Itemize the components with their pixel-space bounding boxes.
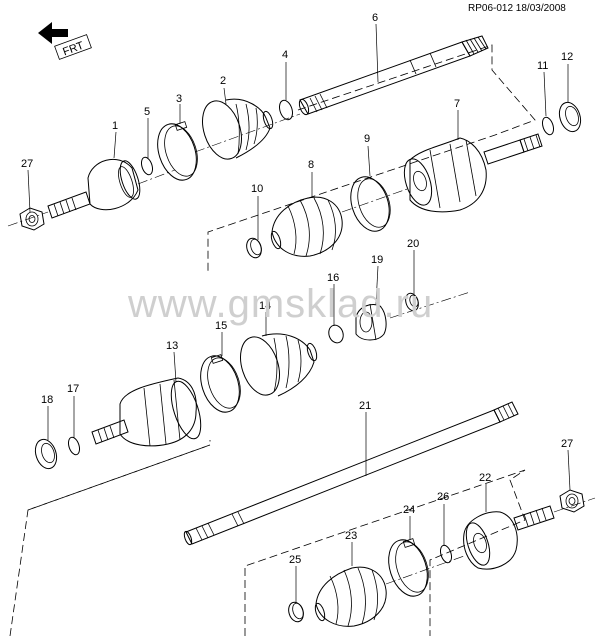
part-11-snap-ring bbox=[541, 116, 555, 136]
label-10: 10 bbox=[251, 183, 263, 195]
label-16: 16 bbox=[327, 272, 339, 284]
part-2-outer-boot bbox=[202, 98, 274, 160]
label-20: 20 bbox=[407, 238, 419, 250]
callout-labels: 27 1 2 3 4 5 6 7 8 9 10 11 12 13 14 15 1… bbox=[21, 12, 573, 566]
label-5: 5 bbox=[144, 106, 150, 118]
label-27-top: 27 bbox=[21, 158, 33, 170]
label-23: 23 bbox=[345, 530, 357, 542]
part-5-snap-ring bbox=[140, 156, 154, 176]
part-27-hub-nut-bottom bbox=[559, 489, 585, 513]
front-direction-icon: FRT bbox=[38, 22, 92, 60]
label-24: 24 bbox=[403, 504, 415, 516]
part-7-inner-tripod-housing bbox=[403, 133, 543, 213]
label-14: 14 bbox=[259, 300, 271, 312]
label-12: 12 bbox=[561, 51, 573, 63]
drawing-reference: RP06-012 18/03/2008 bbox=[468, 3, 566, 14]
lower-group-box bbox=[9, 440, 211, 637]
label-17: 17 bbox=[67, 383, 79, 395]
part-22-outer-cv-joint bbox=[463, 505, 555, 570]
label-19: 19 bbox=[371, 254, 383, 266]
label-7: 7 bbox=[454, 98, 460, 110]
leader-lines bbox=[27, 23, 571, 602]
label-11: 11 bbox=[537, 60, 548, 72]
label-4: 4 bbox=[282, 49, 288, 61]
part-21-axle-shaft bbox=[183, 401, 519, 546]
label-13: 13 bbox=[166, 340, 178, 352]
upper-group-box bbox=[207, 44, 536, 272]
label-2: 2 bbox=[220, 75, 226, 87]
part-9-boot-clamp bbox=[350, 176, 391, 232]
label-8: 8 bbox=[308, 159, 314, 171]
part-16-snap-ring bbox=[328, 324, 344, 344]
part-10-small-clamp bbox=[246, 237, 262, 259]
part-3-boot-clamp bbox=[157, 121, 198, 181]
label-27-bottom: 27 bbox=[561, 438, 573, 450]
label-1: 1 bbox=[112, 120, 118, 132]
bottom-group-box bbox=[244, 469, 526, 636]
label-18: 18 bbox=[41, 394, 53, 406]
part-25-small-clamp bbox=[288, 601, 304, 623]
part-19-tripod-spider bbox=[355, 303, 387, 341]
label-9: 9 bbox=[364, 133, 370, 145]
part-15-boot-clamp bbox=[200, 354, 241, 413]
label-21: 21 bbox=[359, 400, 371, 412]
label-22: 22 bbox=[479, 472, 491, 484]
label-26: 26 bbox=[437, 491, 449, 503]
part-12-seal bbox=[558, 101, 582, 133]
part-26-snap-ring bbox=[439, 544, 453, 564]
part-24-boot-clamp bbox=[388, 538, 429, 597]
part-1-outer-cv-joint bbox=[47, 158, 141, 219]
part-14-inner-boot bbox=[240, 333, 318, 397]
watermark: www.gmsklad.ru bbox=[128, 282, 434, 326]
part-18-seal bbox=[34, 438, 58, 470]
part-27-hub-nut-top bbox=[19, 207, 45, 231]
part-6-intermediate-shaft bbox=[298, 35, 489, 116]
label-25: 25 bbox=[289, 554, 301, 566]
part-8-inner-boot bbox=[270, 196, 343, 257]
label-6: 6 bbox=[372, 12, 378, 24]
part-20-circlip bbox=[405, 292, 419, 312]
part-13-tripod-housing bbox=[91, 377, 202, 447]
part-17-snap-ring bbox=[67, 436, 81, 456]
part-23-outer-boot bbox=[314, 566, 387, 627]
label-15: 15 bbox=[215, 320, 227, 332]
label-3: 3 bbox=[176, 93, 182, 105]
part-4-boot-clamp-small bbox=[279, 99, 293, 121]
